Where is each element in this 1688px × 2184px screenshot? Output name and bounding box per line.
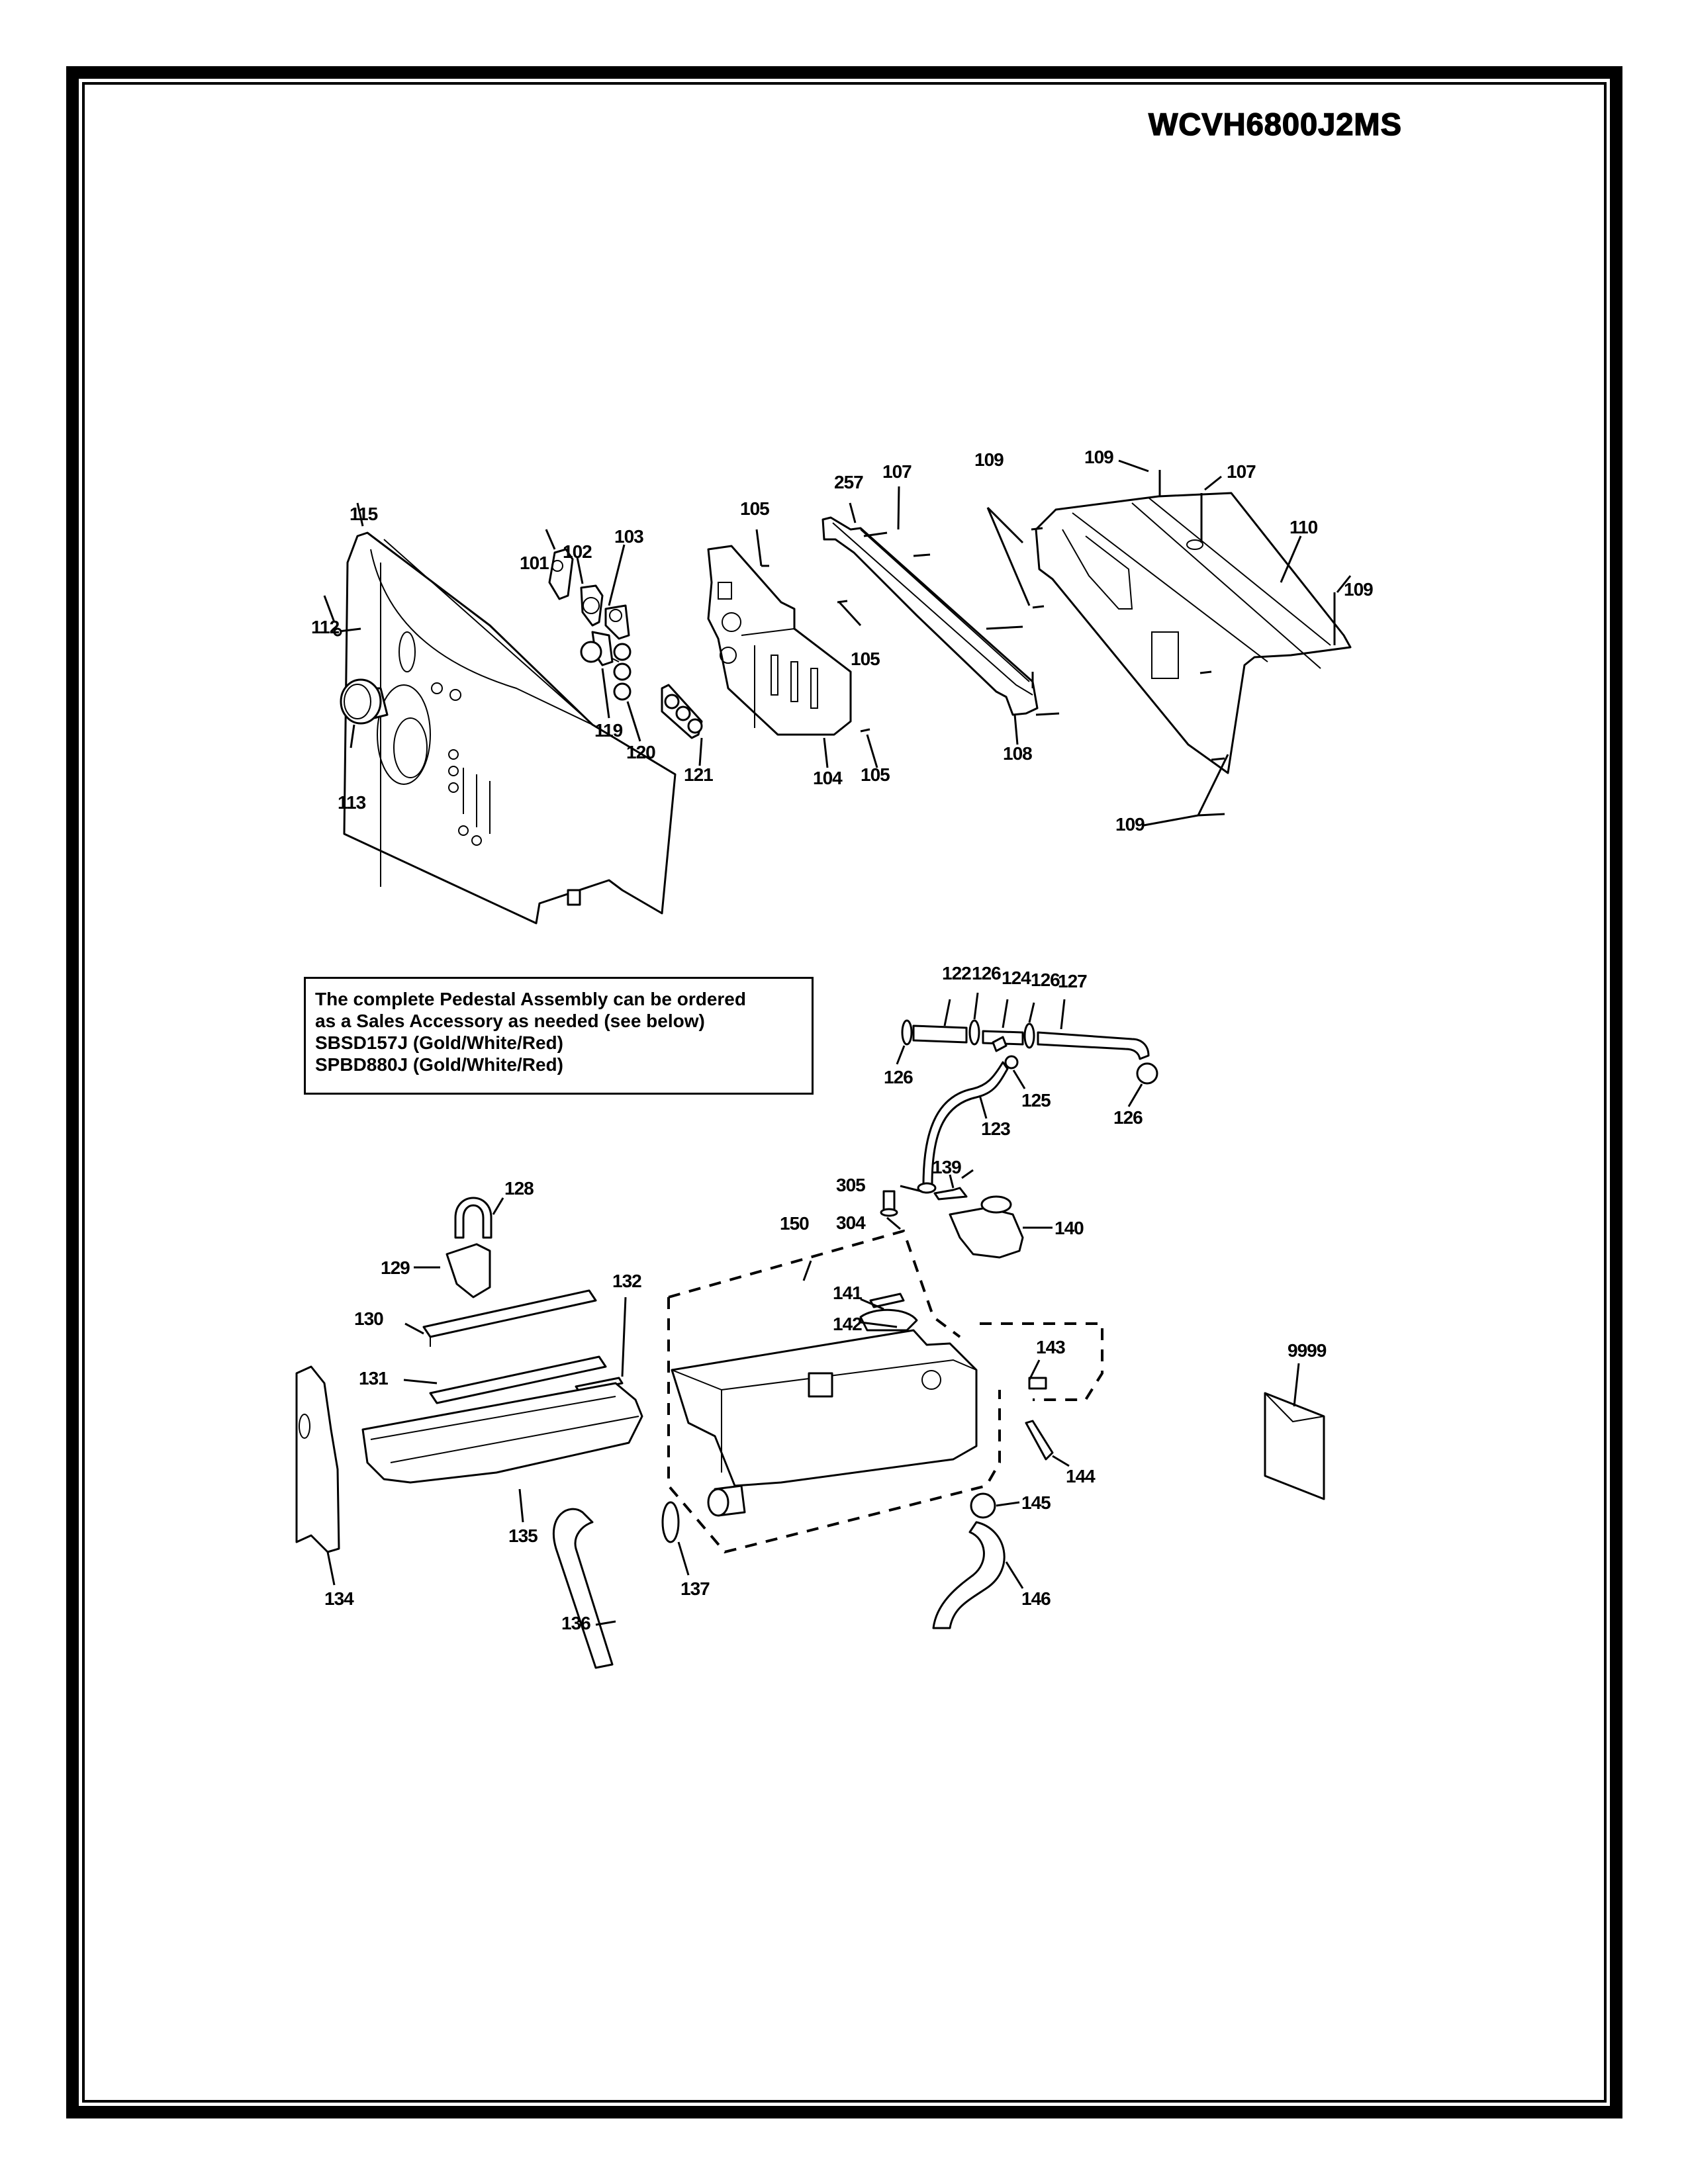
callout-125: 125: [1021, 1090, 1051, 1111]
callout-305: 305: [836, 1175, 865, 1195]
callout-137: 137: [680, 1578, 710, 1599]
callout-119: 119: [594, 720, 623, 741]
part-valve-140: [933, 1174, 1024, 1259]
callout-112: 112: [311, 617, 340, 637]
part-tray-131: [429, 1355, 607, 1404]
note-line: The complete Pedestal Assembly can be or…: [315, 989, 746, 1009]
part-side-panel-134: [295, 1365, 340, 1553]
part-bracket: [821, 516, 1060, 716]
callout-102: 102: [563, 541, 592, 562]
callout-104: 104: [813, 768, 843, 788]
part-fitting-304: [880, 1190, 898, 1217]
note-line: as a Sales Accessory as needed (see belo…: [315, 1011, 705, 1031]
part-dispenser-housing: [671, 1293, 1054, 1517]
part-dispenser-drawer-135: [361, 1382, 643, 1484]
part-hose-123: [917, 1061, 1009, 1194]
model-number: WCVH6800J2MS: [1148, 106, 1402, 142]
leader-lines-upper: [323, 459, 1352, 827]
callout-103: 103: [614, 526, 643, 547]
callout-105: 105: [851, 649, 880, 669]
callout-108: 108: [1003, 743, 1032, 764]
callout-9999: 9999: [1288, 1340, 1327, 1361]
callout-135: 135: [508, 1525, 538, 1546]
part-top-panel: [1031, 470, 1352, 774]
part-tray-130: [422, 1289, 597, 1347]
callout-130: 130: [354, 1308, 383, 1329]
part-clamp-125: [1004, 1055, 1019, 1069]
part-button-102: [580, 584, 604, 627]
callout-140: 140: [1055, 1218, 1084, 1238]
callout-101: 101: [520, 553, 549, 573]
part-seal-137: [661, 1501, 680, 1543]
callout-120: 120: [626, 742, 655, 762]
note-line: SPBD880J (Gold/White/Red): [315, 1054, 563, 1075]
callout-304: 304: [836, 1212, 866, 1233]
part-console-panel: [343, 531, 677, 925]
callout-109: 109: [1115, 814, 1145, 835]
callout-127: 127: [1058, 971, 1087, 991]
part-button-119: [580, 631, 614, 666]
callout-113: 113: [338, 792, 366, 813]
pedestal-note-box: The complete Pedestal Assembly can be or…: [304, 977, 814, 1095]
part-button-121: [661, 684, 703, 739]
note-line: SBSD157J (Gold/White/Red): [315, 1032, 563, 1053]
callout-labels: 115 112 113 101 102 103 119 120 121 105 …: [311, 447, 1374, 1633]
callout-121: 121: [684, 764, 713, 785]
callout-109: 109: [974, 449, 1004, 470]
callout-134: 134: [324, 1588, 354, 1609]
part-group-150-outline: [667, 1229, 1103, 1554]
callout-126: 126: [1113, 1107, 1143, 1128]
part-control-board: [707, 545, 852, 736]
callout-123: 123: [981, 1118, 1010, 1139]
callout-115: 115: [350, 504, 378, 524]
part-hose-122: [912, 1024, 968, 1044]
callout-110: 110: [1289, 517, 1318, 537]
callout-150: 150: [780, 1213, 809, 1234]
part-u-clip-128: [454, 1197, 492, 1239]
page-border-inner: [82, 82, 1607, 2103]
callout-144: 144: [1066, 1466, 1096, 1486]
part-drain-hose: [932, 1492, 1006, 1629]
part-hose-127: [1037, 1031, 1150, 1060]
leader-lines-hoses: [896, 992, 1143, 1119]
callout-126: 126: [1031, 970, 1060, 990]
callout-126: 126: [972, 963, 1001, 983]
callout-131: 131: [359, 1368, 388, 1388]
part-literature-9999: [1264, 1392, 1325, 1500]
part-clamps-126: [901, 1019, 1158, 1085]
part-knob: [340, 678, 389, 725]
callout-109: 109: [1084, 447, 1113, 467]
callout-143: 143: [1036, 1337, 1065, 1357]
callout-124: 124: [1002, 968, 1031, 988]
callout-129: 129: [381, 1257, 410, 1278]
callout-107: 107: [1227, 461, 1256, 482]
callout-141: 141: [833, 1283, 862, 1303]
callout-139: 139: [932, 1157, 961, 1177]
callout-142: 142: [833, 1314, 862, 1334]
callout-257: 257: [834, 472, 863, 492]
part-tee-124: [982, 1030, 1024, 1052]
callout-126: 126: [884, 1067, 913, 1087]
callout-132: 132: [612, 1271, 641, 1291]
callout-136: 136: [561, 1613, 590, 1633]
callout-122: 122: [942, 963, 971, 983]
callout-146: 146: [1021, 1588, 1051, 1609]
part-screw: [333, 627, 361, 637]
callout-109: 109: [1344, 579, 1373, 600]
callout-105: 105: [740, 498, 769, 519]
part-duct-136: [552, 1508, 614, 1669]
callout-145: 145: [1021, 1492, 1051, 1513]
part-button-120: [612, 643, 632, 701]
callout-107: 107: [882, 461, 912, 482]
part-button-103: [604, 604, 630, 640]
callout-128: 128: [504, 1178, 534, 1199]
part-button-101: [548, 548, 574, 600]
callout-105: 105: [861, 764, 890, 785]
leader-lines-lower: [326, 1169, 1300, 1626]
part-clip-129: [445, 1243, 491, 1298]
page-border-outer: [66, 66, 1622, 2118]
part-screw-105: [761, 565, 870, 733]
